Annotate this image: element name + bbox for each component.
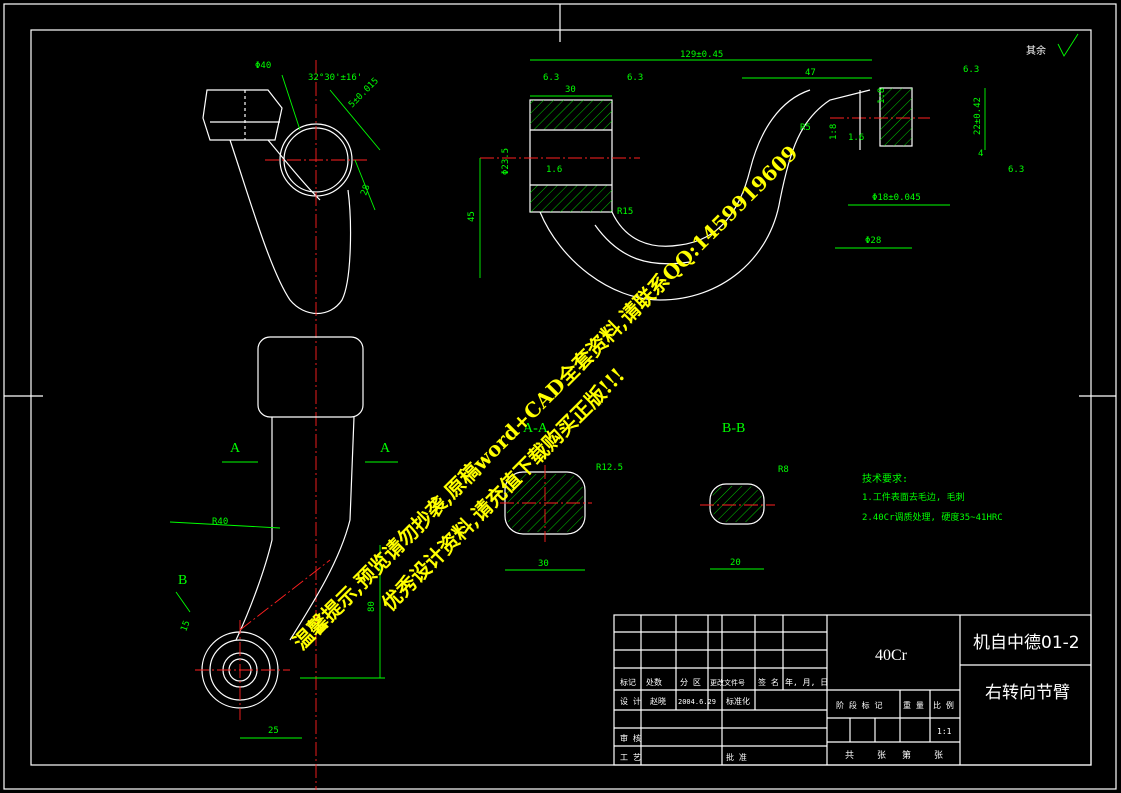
dim-d28: 28 xyxy=(359,183,372,197)
rough-e: 1.6 xyxy=(546,165,562,175)
tb-code: 机自中德01-2 xyxy=(973,633,1080,653)
right-main-view: 129±0.45 30 47 22±0.42 4 Φ18±0.045 Φ28 4… xyxy=(467,50,1024,301)
label-A-left: A xyxy=(230,441,241,456)
section-aa-label: A-A xyxy=(523,421,549,436)
dim-phi23: Φ23.5 xyxy=(501,148,511,175)
watermark-line1: 温馨提示,预览请勿抄袭,原稿word+CAD全套资料,请联系QQ:1459919… xyxy=(288,141,802,655)
title-block: 40Cr 机自中德01-2 右转向节臂 标记 处数 分 区 更改文件号 签 名 … xyxy=(613,614,1092,766)
dim-d30b: 30 xyxy=(538,559,549,569)
tb-chushu: 处数 xyxy=(646,677,662,687)
dim-r125: R12.5 xyxy=(596,463,623,473)
tb-shenhe: 审 核 xyxy=(620,733,641,743)
tb-jieduan: 阶 段 标 记 xyxy=(836,700,882,710)
rough-c: 6.3 xyxy=(1008,165,1024,175)
dim-d47: 47 xyxy=(805,68,816,78)
tb-name: 右转向节臂 xyxy=(985,683,1070,703)
tech-requirements: 技术要求: 1.工件表面去毛边, 毛刺 2.40Cr调质处理, 硬度35~41H… xyxy=(862,472,1003,523)
label-A-right: A xyxy=(380,441,391,456)
tb-sheji: 设 计 xyxy=(620,696,641,706)
dim-r8: R8 xyxy=(778,465,789,475)
section-bb: B-B R8 20 xyxy=(700,421,789,570)
dim-d15: 15 xyxy=(179,619,192,633)
tb-date-head: 年, 月, 日 xyxy=(785,677,828,687)
tech-line2: 2.40Cr调质处理, 硬度35~41HRC xyxy=(862,511,1003,523)
tb-bili: 比 例 xyxy=(933,700,954,710)
roughness-symbol-icon xyxy=(1057,33,1079,57)
tb-zhang2: 张 xyxy=(934,750,943,761)
dim-d22: 22±0.42 xyxy=(973,97,983,135)
tb-gong: 共 xyxy=(845,750,854,761)
section-bb-label: B-B xyxy=(722,421,745,436)
rough-b: 6.3 xyxy=(627,73,643,83)
section-aa: A-A R12.5 30 xyxy=(500,421,623,571)
tb-designer: 赵晓 xyxy=(650,696,666,706)
dim-d20: 20 xyxy=(730,558,741,568)
dim-r15: R15 xyxy=(617,207,633,217)
watermark-line2: 优秀设计资料,请充值下载购买正版!!! xyxy=(377,363,630,616)
dim-r5: R5 xyxy=(800,123,811,133)
tb-std: 标准化 xyxy=(726,696,750,706)
tb-gengai: 更改文件号 xyxy=(710,678,745,687)
dim-angle: 32°30'±16' xyxy=(308,73,362,83)
dim-d40: Φ40 xyxy=(255,61,271,71)
rough-f: 1.6 xyxy=(848,133,864,143)
tb-date: 2004.6.29 xyxy=(678,698,716,706)
inner-frame xyxy=(30,29,1092,766)
tb-qianming: 签 名 xyxy=(758,677,779,687)
tb-scale: 1:1 xyxy=(937,727,952,736)
dim-dia28: Φ28 xyxy=(865,236,881,246)
left-arm-view: A A B R40 15 80 25 xyxy=(169,336,398,739)
dim-top129: 129±0.45 xyxy=(680,50,723,60)
label-B: B xyxy=(178,573,187,588)
tb-gongyi: 工 艺 xyxy=(620,753,641,762)
dim-d45: 45 xyxy=(467,211,477,222)
surface-note: 其余 xyxy=(1026,44,1046,57)
dim-d25: 25 xyxy=(268,726,279,736)
tb-zhongliang: 重 量 xyxy=(903,700,924,710)
taper-2: 1:8 xyxy=(829,124,839,140)
tb-zhang1: 张 xyxy=(877,750,886,761)
tb-di: 第 xyxy=(902,749,911,761)
dim-d30: 30 xyxy=(565,85,576,95)
dim-d80: 80 xyxy=(367,601,377,612)
tb-material: 40Cr xyxy=(875,647,908,664)
rough-a: 6.3 xyxy=(543,73,559,83)
dim-d4: 4 xyxy=(978,149,983,159)
dim-dia18: Φ18±0.045 xyxy=(872,193,921,203)
dim-r40: R40 xyxy=(212,517,228,527)
tb-pizhun: 批 准 xyxy=(726,752,747,762)
rough-main: 6.3 xyxy=(963,65,979,75)
watermark: 温馨提示,预览请勿抄袭,原稿word+CAD全套资料,请联系QQ:1459919… xyxy=(288,141,802,655)
tb-biaoji: 标记 xyxy=(620,677,636,687)
tb-fenqu: 分 区 xyxy=(680,678,701,687)
taper-1: 1:8 xyxy=(877,88,887,104)
tech-title: 技术要求: xyxy=(862,472,908,485)
tech-line1: 1.工件表面去毛边, 毛刺 xyxy=(862,491,965,503)
